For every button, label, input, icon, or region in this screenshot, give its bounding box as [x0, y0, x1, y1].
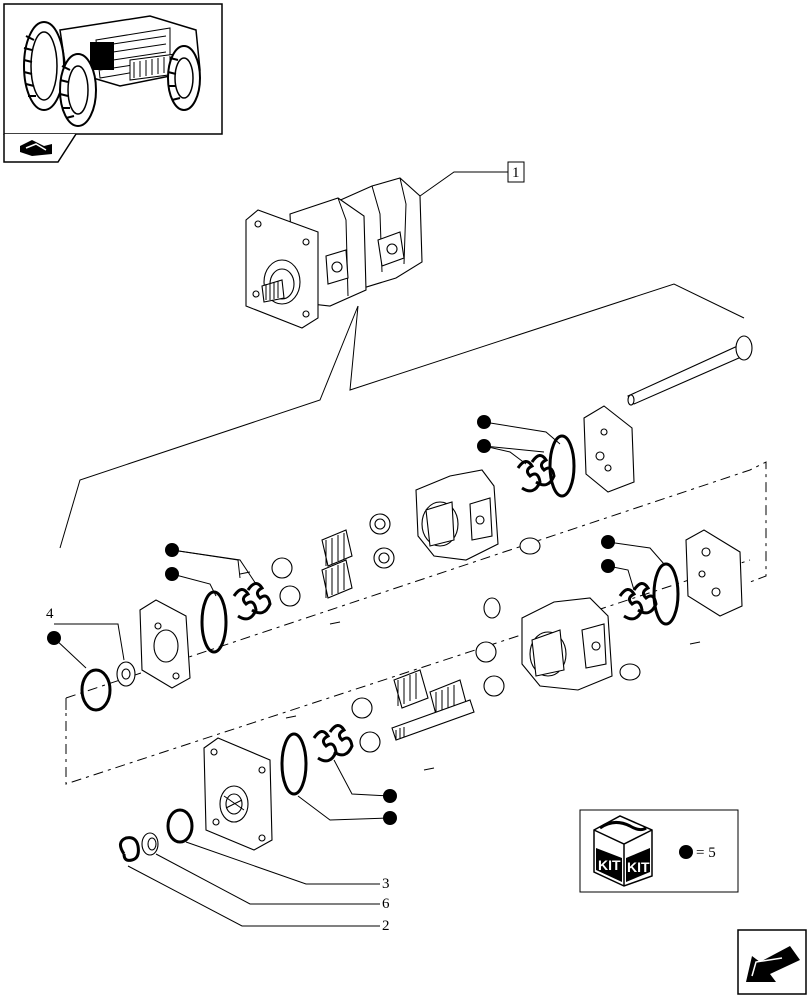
tie-bolt	[627, 335, 753, 406]
callout-3: 3	[382, 876, 390, 892]
middle-flange	[139, 599, 191, 689]
lower-pump-body	[521, 597, 701, 691]
rear-cover-upper	[583, 405, 635, 493]
kit-text-right: KIT	[627, 859, 650, 875]
rear-cover-right	[685, 529, 743, 617]
lower-seal-set	[280, 724, 397, 825]
upper-gears	[239, 513, 395, 625]
kit-text-left: KIT	[598, 857, 621, 873]
kit-box-icon: KIT KIT	[593, 815, 653, 887]
middle-seal-set	[165, 543, 272, 654]
kit-equals-label: = 5	[696, 845, 716, 861]
callout-6: 6	[382, 896, 390, 912]
upper-pump-body	[415, 469, 541, 561]
kit-legend: KIT KIT = 5	[579, 809, 739, 893]
callout-2: 2	[382, 918, 390, 934]
pump-assembly-icon	[245, 177, 423, 329]
back-arrow-icon[interactable]	[737, 929, 807, 995]
tractor-thumbnail[interactable]	[3, 3, 223, 163]
reference-label: 1	[512, 165, 520, 181]
front-flange	[203, 737, 273, 851]
right-seal-set	[601, 535, 680, 626]
reference-box	[507, 161, 525, 183]
book-arrow-icon	[20, 140, 52, 156]
assembly-boundary	[65, 461, 767, 785]
lower-gears	[285, 597, 505, 771]
callout-4: 4	[46, 606, 54, 622]
upper-seal-set	[477, 415, 576, 498]
